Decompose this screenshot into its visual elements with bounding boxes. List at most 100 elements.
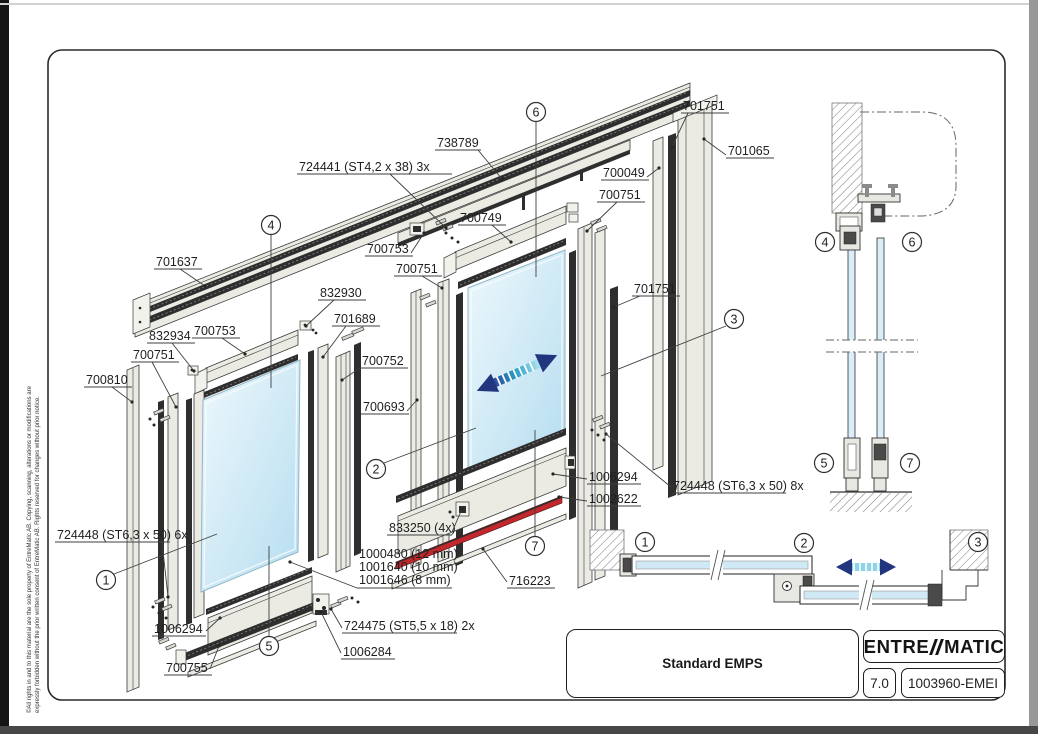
svg-text:700049: 700049 <box>603 166 645 180</box>
callout-7-main: 7 <box>524 535 546 557</box>
svg-text:724475 (ST5,5 x 18) 2x: 724475 (ST5,5 x 18) 2x <box>344 619 475 633</box>
svg-text:701637: 701637 <box>156 255 198 269</box>
callouts: 1 2 3 4 5 6 7 4 6 5 7 1 2 3 <box>95 101 989 657</box>
svg-text:700751: 700751 <box>133 348 175 362</box>
label-700693: 700693 <box>361 398 419 415</box>
label-701637: 701637 <box>154 255 207 288</box>
svg-text:724441 (ST4,2 x 38) 3x: 724441 (ST4,2 x 38) 3x <box>299 160 430 174</box>
svg-text:6: 6 <box>909 236 916 250</box>
vertical-profiles-left <box>126 364 205 693</box>
svg-text:©All rights in and to this mat: ©All rights in and to this material are … <box>26 385 33 713</box>
svg-text:4: 4 <box>822 236 829 250</box>
svg-text:1006294: 1006294 <box>154 622 203 636</box>
svg-text:724448 (ST6,3 x 50) 8x: 724448 (ST6,3 x 50) 8x <box>673 479 804 493</box>
callout-6-section: 6 <box>901 231 923 253</box>
door-rail <box>397 139 631 247</box>
svg-text:7: 7 <box>532 540 539 554</box>
svg-text:701751: 701751 <box>683 99 725 113</box>
svg-text:1: 1 <box>103 574 110 588</box>
svg-text:724448 (ST6,3 x 50) 6x: 724448 (ST6,3 x 50) 6x <box>57 528 188 542</box>
label-700049: 700049 <box>601 166 661 181</box>
label-1006294-left: 1006294 <box>152 616 222 637</box>
callout-2-plan: 2 <box>793 532 815 554</box>
svg-text:1: 1 <box>642 536 649 550</box>
callout-1-plan: 1 <box>634 531 656 553</box>
callout-2-main: 2 <box>365 458 387 480</box>
brand-text-left: ENTRE <box>863 635 930 657</box>
header-beam <box>409 202 579 289</box>
callout-7-section: 7 <box>899 452 921 474</box>
label-701689: 701689 <box>321 312 380 359</box>
label-716223: 716223 <box>481 547 555 589</box>
svg-text:expressly forbidden without th: expressly forbidden without the prior wr… <box>35 396 41 713</box>
title-box: Standard EMPS <box>566 629 859 698</box>
svg-text:5: 5 <box>821 457 828 471</box>
svg-text:700810: 700810 <box>86 373 128 387</box>
operator-outline-dashed <box>860 111 957 217</box>
svg-text:832930: 832930 <box>320 286 362 300</box>
callout-4-section: 4 <box>814 231 836 253</box>
copyright-notice: ©All rights in and to this material are … <box>26 385 41 713</box>
label-701065: 701065 <box>702 137 774 159</box>
svg-text:1006294: 1006294 <box>589 470 638 484</box>
kick-panel-right <box>396 428 576 555</box>
label-724448-6x: 724448 (ST6,3 x 50) 6x <box>55 528 188 599</box>
revision-number: 7.0 <box>870 675 889 691</box>
svg-text:4: 4 <box>268 219 275 233</box>
svg-text:700751: 700751 <box>599 188 641 202</box>
svg-text:701751: 701751 <box>634 282 676 296</box>
callout-1-main: 1 <box>95 569 117 591</box>
bottom-rail-right <box>391 501 567 590</box>
label-724475: 724475 (ST5,5 x 18) 2x <box>329 607 475 634</box>
drawing-title: Standard EMPS <box>662 656 763 671</box>
svg-text:5: 5 <box>266 640 273 654</box>
label-700751-mid: 700751 <box>394 262 444 290</box>
callout-3-main: 3 <box>723 308 745 330</box>
callout-5-section: 5 <box>813 452 835 474</box>
label-700751-left: 700751 <box>131 348 179 409</box>
label-glass-thickness: 1000480 (12 mm) 1001640 (10 mm) 1001646 … <box>288 547 458 589</box>
svg-text:701065: 701065 <box>728 144 770 158</box>
svg-text:700751: 700751 <box>396 262 438 276</box>
svg-text:832934: 832934 <box>149 329 191 343</box>
svg-text:1000480 (12 mm): 1000480 (12 mm) <box>359 547 458 561</box>
callout-6-main: 6 <box>525 101 547 123</box>
svg-text:1001646 (8 mm): 1001646 (8 mm) <box>359 573 451 587</box>
top-track-assembly <box>132 82 691 338</box>
label-832934: 832934 <box>147 329 196 373</box>
svg-text:701689: 701689 <box>334 312 376 326</box>
entrematic-logo: ENTRE MATIC <box>864 636 1005 658</box>
document-number-box: 1003960-EMEI <box>901 668 1005 698</box>
label-700751-right: 700751 <box>585 188 645 233</box>
svg-text:6: 6 <box>533 106 540 120</box>
label-700753-top: 700753 <box>365 231 426 257</box>
callout-4-main: 4 <box>260 214 282 236</box>
part-labels: 738789 724441 (ST4,2 x 38) 3x 701751 701… <box>55 99 804 676</box>
label-700752: 700752 <box>340 354 408 382</box>
label-700810: 700810 <box>84 373 134 404</box>
label-832930: 832930 <box>304 286 366 328</box>
label-1002622: 1002622 <box>557 492 641 507</box>
revision-box: 7.0 <box>863 668 896 698</box>
brand-box: ENTRE MATIC <box>863 630 1005 663</box>
svg-text:3: 3 <box>975 536 982 550</box>
svg-text:1001640 (10 mm): 1001640 (10 mm) <box>359 560 458 574</box>
label-724448-8x: 724448 (ST6,3 x 50) 8x <box>604 432 804 494</box>
svg-text:833250 (4x): 833250 (4x) <box>389 521 456 535</box>
svg-text:716223: 716223 <box>509 574 551 588</box>
svg-text:700753: 700753 <box>367 242 409 256</box>
svg-text:700749: 700749 <box>460 211 502 225</box>
svg-text:7: 7 <box>907 457 914 471</box>
svg-text:1006284: 1006284 <box>343 645 392 659</box>
glass-panel-left <box>200 359 301 593</box>
label-1006294-right: 1006294 <box>551 470 641 485</box>
label-700749: 700749 <box>458 211 513 244</box>
svg-text:3: 3 <box>731 313 738 327</box>
label-700753-left: 700753 <box>192 324 247 356</box>
vertical-section-view <box>826 102 957 512</box>
vertical-profiles-right <box>569 94 718 589</box>
label-700755: 700755 <box>164 644 221 676</box>
label-1006284: 1006284 <box>319 610 395 660</box>
